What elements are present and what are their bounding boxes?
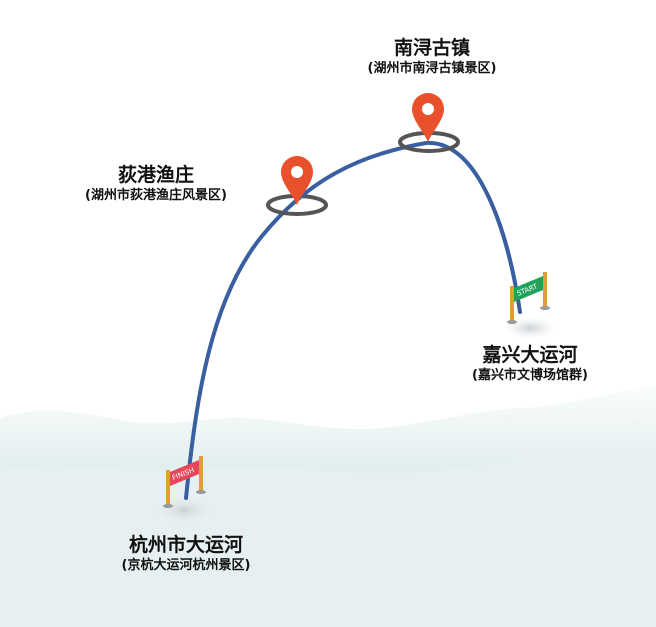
- stop-name: 嘉兴大运河: [482, 344, 578, 366]
- stop-label-jiaxing: 嘉兴大运河 (嘉兴市文博场馆群): [472, 343, 588, 385]
- stop-label-nanxun: 南浔古镇 (湖州市南浔古镇景区): [368, 36, 497, 78]
- location-pin-icon: [412, 93, 444, 142]
- location-pin-icon: [281, 156, 313, 205]
- finish-flag-icon: FINISH: [163, 456, 206, 508]
- stop-subtitle: (京杭大运河杭州景区): [121, 558, 251, 573]
- route-line: [184, 140, 522, 500]
- stop-name: 杭州市大运河: [128, 534, 244, 556]
- ring-huogang-front: [266, 204, 328, 216]
- start-shadow: [504, 317, 556, 339]
- stop-name: 荻港渔庄: [117, 164, 195, 186]
- stop-subtitle: (嘉兴市文博场馆群): [472, 368, 588, 383]
- finish-shadow: [156, 497, 212, 523]
- start-flag-icon: START: [507, 272, 550, 324]
- stop-label-hangzhou: 杭州市大运河 (京杭大运河杭州景区): [122, 533, 251, 575]
- stop-label-huogang: 荻港渔庄 (湖州市荻港渔庄风景区): [85, 163, 227, 205]
- ring-nanxun-front: [398, 141, 460, 153]
- stop-subtitle: (湖州市南浔古镇景区): [367, 61, 497, 76]
- background-wash-light: [0, 445, 656, 627]
- stop-name: 南浔古镇: [393, 37, 471, 59]
- stop-subtitle: (湖州市荻港渔庄风景区): [85, 188, 227, 203]
